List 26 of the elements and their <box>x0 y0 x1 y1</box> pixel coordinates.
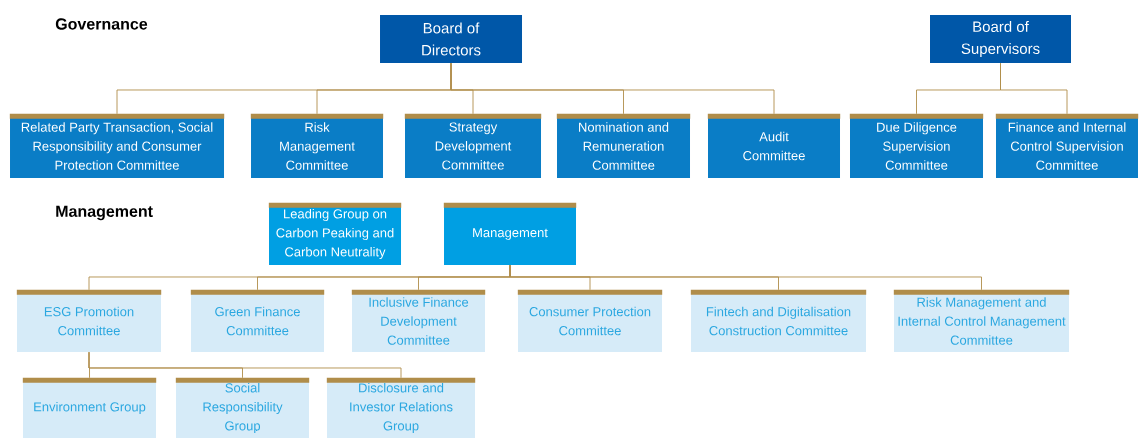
connector-line <box>88 351 402 379</box>
committee-box: Green Finance Committee <box>190 289 325 352</box>
committee-box: Strategy Development Committee <box>404 113 542 178</box>
connector-line <box>450 62 775 115</box>
connector-line <box>1000 62 1068 115</box>
board-box: Board of Supervisors <box>930 15 1071 63</box>
committee-box: Nomination and Remuneration Committee <box>556 113 691 178</box>
section-heading: Management <box>56 205 153 221</box>
committee-box: Disclosure and Investor Relations Group <box>326 377 476 438</box>
committee-box: Related Party Transaction, Social Responsibility and Consumer Protection Committee <box>9 113 225 178</box>
committee-box: Audit Committee <box>707 113 841 178</box>
management-box: Leading Group on Carbon Peaking and Carbon Neutrality <box>268 202 402 265</box>
committee-box: Finance and Internal Control Supervision Committee <box>995 113 1139 178</box>
committee-box: Due Diligence Supervision Committee <box>849 113 984 178</box>
committee-box: Environment Group <box>22 377 157 438</box>
committee-box: Social Responsibility Group <box>175 377 310 438</box>
committee-box: Fintech and Digitalisation Construction Committee <box>690 289 867 352</box>
management-box: Management <box>443 202 577 265</box>
connector-line <box>509 264 982 291</box>
committee-box: Risk Management Committee <box>250 113 384 178</box>
board-box: Board of Directors <box>380 15 522 63</box>
committee-box: Consumer Protection Committee <box>517 289 663 352</box>
section-heading: Governance <box>55 18 148 30</box>
committee-box: Risk Management and Internal Control Management Committee <box>893 289 1070 352</box>
committee-box: Inclusive Finance Development Committee <box>351 289 486 352</box>
committee-box: ESG Promotion Committee <box>16 289 162 352</box>
